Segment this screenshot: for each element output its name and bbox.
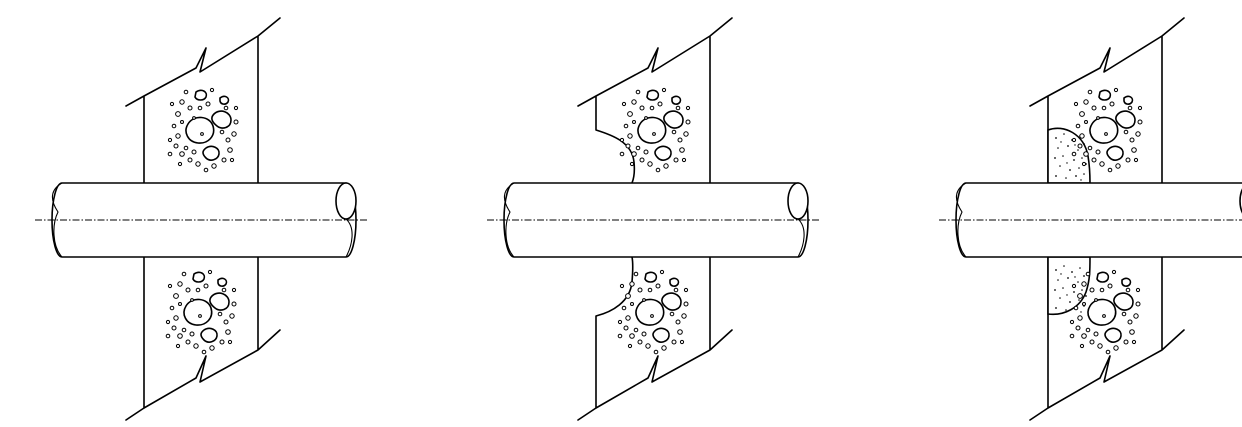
wall-upper-outline	[125, 17, 281, 184]
wall-lower-outline	[125, 256, 281, 421]
pipe	[938, 182, 1242, 258]
panel-3	[938, 17, 1242, 421]
aggregate-texture-upper	[619, 87, 691, 173]
panel-1	[34, 17, 369, 421]
panel-2	[486, 17, 821, 421]
pipe	[486, 182, 821, 258]
wall-upper-outline	[577, 17, 733, 184]
aggregate-texture-lower	[165, 269, 237, 355]
aggregate-texture-lower	[617, 269, 689, 355]
wall-lower-outline	[577, 256, 733, 421]
aggregate-texture-upper	[167, 87, 239, 173]
grout-fill-upper	[1047, 127, 1091, 184]
pipe	[34, 182, 369, 258]
